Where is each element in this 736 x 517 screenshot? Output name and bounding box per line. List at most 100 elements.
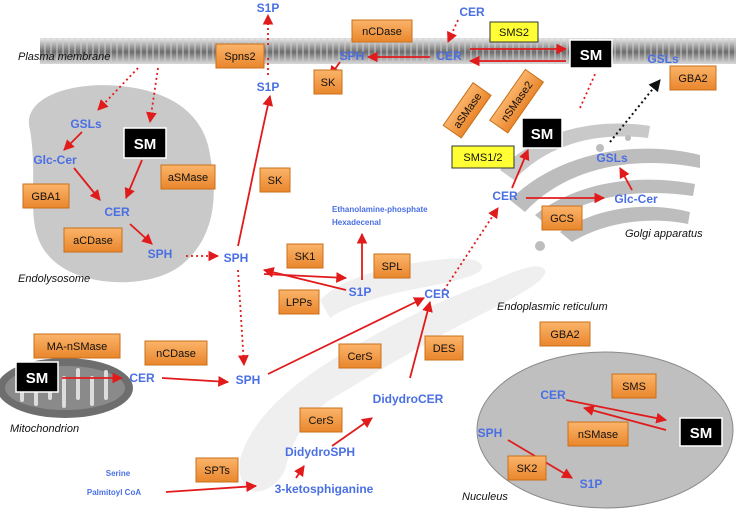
cer-top: CER — [459, 5, 485, 19]
serine: Serine — [106, 469, 131, 478]
sms12-box: SMS1/2 — [451, 145, 515, 169]
metabolite-labels: S1P CER SPH CER S1P GSLs GSLs Glc-Cer CE… — [33, 1, 679, 497]
sph-mito: SPH — [236, 373, 261, 387]
ethanolamine-phosphate: Ethanolamine-phosphate — [332, 205, 428, 214]
sm-box-pm: SM — [569, 39, 613, 69]
er-shape — [239, 266, 546, 492]
s1p-center: S1P — [349, 285, 372, 299]
svg-text:SPL: SPL — [382, 261, 403, 273]
enzyme-spts: SPTs — [195, 457, 239, 483]
arrow-glccer-gsls-golgi — [619, 167, 633, 191]
nucleus-label: Nuculeus — [462, 491, 508, 503]
arrow-didydrocer-cer — [409, 300, 433, 379]
svg-text:nCDase: nCDase — [156, 348, 196, 360]
golgi-shape — [500, 123, 700, 251]
enzyme-ma-nsmase: MA-nSMase — [33, 333, 121, 359]
arrow-golgi-sm-up — [579, 71, 597, 109]
svg-text:DES: DES — [433, 343, 456, 355]
svg-text:GBA2: GBA2 — [678, 73, 707, 85]
enzyme-spl: SPL — [373, 253, 411, 279]
enzyme-nsmase-nuc: nSMase — [567, 421, 629, 447]
enzyme-gba1: GBA1 — [22, 183, 70, 209]
svg-text:SK1: SK1 — [295, 251, 316, 263]
sm-box-golgi: SM — [521, 117, 563, 149]
svg-text:nCDase: nCDase — [362, 26, 402, 38]
glccer-golgi: Glc-Cer — [614, 192, 658, 206]
s1p-pm: S1P — [257, 80, 280, 94]
svg-text:MA-nSMase: MA-nSMase — [47, 341, 108, 353]
arrow-gsls-glccer — [63, 131, 83, 151]
er-label: Endoplasmic reticulum — [497, 301, 608, 313]
cer-er: CER — [424, 287, 450, 301]
enzyme-des: DES — [424, 335, 464, 361]
sph-nuc: SPH — [478, 426, 503, 440]
arrow-didydrosph-didydrocer — [331, 417, 373, 447]
didydrosph: DidydroSPH — [285, 445, 355, 459]
arrow-golgi-gsls-up — [609, 79, 661, 143]
sm-box-lyso: SM — [123, 127, 167, 159]
sph-center: SPH — [224, 251, 249, 265]
arrow-pm-sm-lyso — [146, 67, 159, 124]
svg-text:SK2: SK2 — [517, 463, 538, 475]
cer-mito: CER — [129, 371, 155, 385]
sms2-box: SMS2 — [489, 21, 539, 43]
er-shape-upper — [320, 258, 483, 318]
arrow-glccer-cer — [73, 167, 101, 201]
svg-text:SMS2: SMS2 — [499, 27, 529, 39]
enzyme-ncdase-mito: nCDase — [144, 340, 208, 366]
arrow-sph-s1p — [263, 272, 348, 283]
sm-box-mito: SM — [15, 361, 59, 393]
arrow-sph-s1p-center-up — [237, 94, 274, 247]
enzyme-sk-center: SK — [259, 167, 291, 193]
s1p-top: S1P — [257, 1, 280, 15]
arrow-sm-cer-lyso — [124, 159, 143, 199]
svg-text:SMS1/2: SMS1/2 — [463, 152, 502, 164]
svg-text:GBA1: GBA1 — [31, 191, 60, 203]
arrow-s1p-sph — [262, 267, 347, 291]
enzyme-sk1: SK1 — [286, 243, 324, 269]
cer-lyso: CER — [104, 205, 130, 219]
sm-box-nuc: SM — [679, 417, 723, 447]
svg-text:SM: SM — [134, 136, 157, 153]
mitochondrion-label: Mitochondrion — [10, 423, 79, 435]
enzyme-sms-nuc: SMS — [611, 373, 657, 399]
golgi-label: Golgi apparatus — [625, 228, 703, 240]
enzyme-cers-1: CerS — [338, 343, 382, 369]
enzyme-spns2: Spns2 — [215, 43, 265, 69]
enzyme-gcs: GCS — [541, 205, 583, 231]
cer-pm: CER — [436, 49, 462, 63]
svg-text:GCS: GCS — [550, 213, 574, 225]
arrow-cer-sph-mito — [161, 376, 230, 387]
plasma-membrane-label: Plasma membrane — [18, 51, 110, 63]
svg-text:LPPs: LPPs — [286, 297, 313, 309]
sph-pm: SPH — [340, 49, 365, 63]
gsls-pm: GSLs — [647, 52, 679, 66]
arrow-keto-didydrosph — [294, 465, 305, 479]
svg-text:aCDase: aCDase — [73, 235, 113, 247]
svg-text:SPTs: SPTs — [204, 465, 230, 477]
arrow-cer-sm-nuc — [565, 399, 668, 424]
enzyme-sk-pm: SK — [313, 69, 343, 95]
arrow-serine-keto — [165, 481, 258, 493]
cer-nuc: CER — [540, 388, 566, 402]
svg-text:GBA2: GBA2 — [550, 329, 579, 341]
glccer-lyso: Glc-Cer — [33, 153, 77, 167]
didydrocer: DidydroCER — [373, 392, 444, 406]
enzyme-acdase: aCDase — [63, 227, 123, 253]
gsls-lyso: GSLs — [70, 117, 102, 131]
arrow-cer-top-in — [447, 19, 459, 43]
gsls-golgi: GSLs — [596, 151, 628, 165]
svg-text:CerS: CerS — [308, 415, 333, 427]
svg-text:SM: SM — [580, 47, 603, 64]
arrow-sph-cer-er — [267, 297, 425, 375]
enzyme-ncdase-pm: nCDase — [351, 19, 413, 43]
s1p-nuc: S1P — [580, 477, 603, 491]
3-ketosphiganine: 3-ketosphiganine — [275, 482, 374, 496]
hexadecenal: Hexadecenal — [332, 218, 381, 227]
svg-text:SM: SM — [690, 425, 713, 442]
svg-text:aSMase: aSMase — [168, 172, 208, 184]
arrow-cer-sph-lyso — [129, 223, 153, 245]
enzyme-sk2: SK2 — [507, 455, 547, 481]
